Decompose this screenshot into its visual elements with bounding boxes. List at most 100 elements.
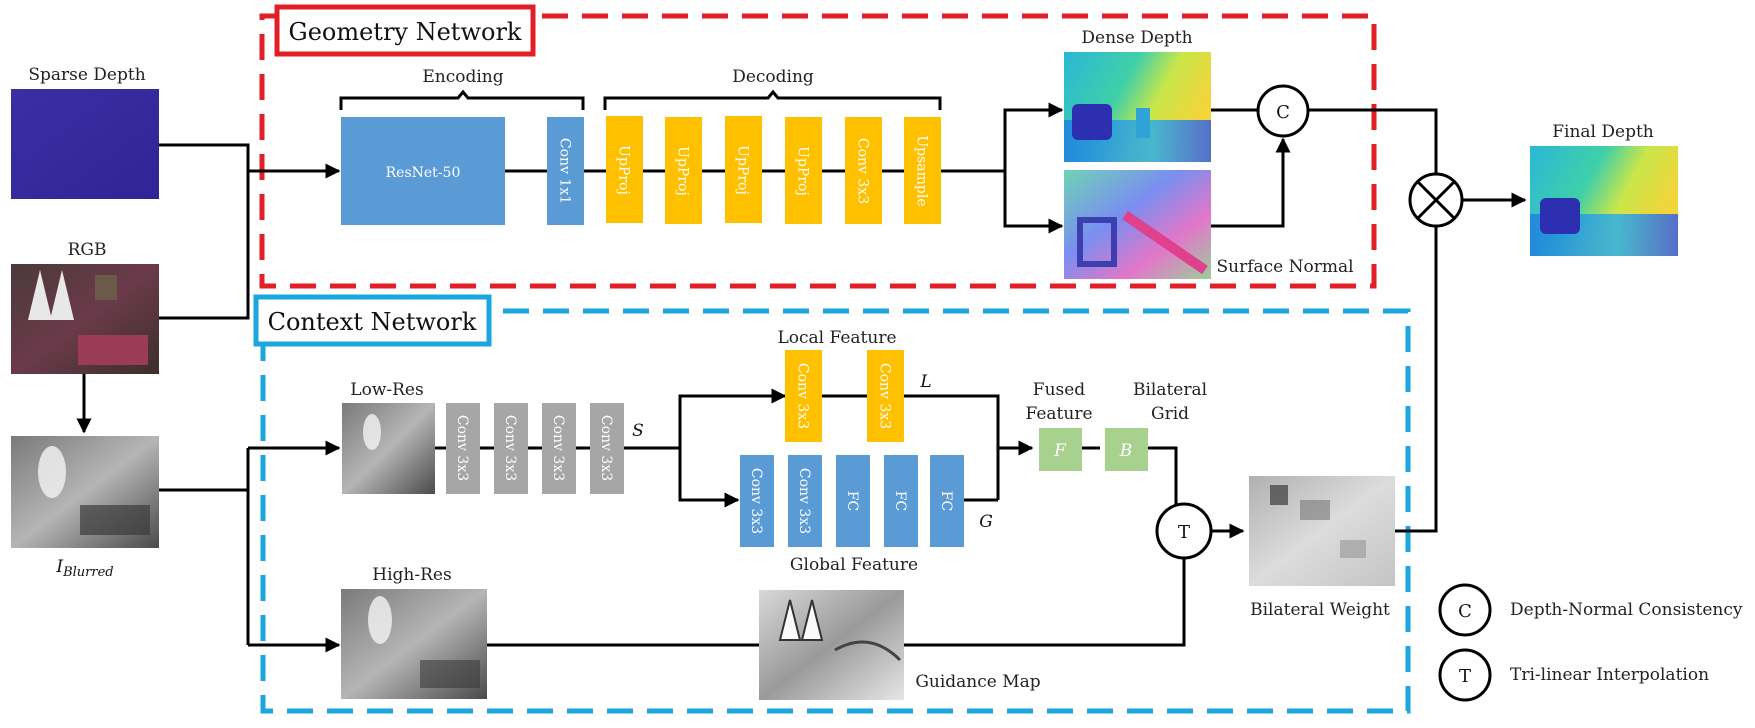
decoder-label: UpProj [795, 146, 811, 196]
low-res-conv-label: Conv 3x3 [598, 415, 614, 481]
decoder-label: Upsample [914, 135, 930, 206]
surface-normal-label: Surface Normal [1216, 257, 1353, 277]
final-depth-image [1530, 146, 1678, 256]
global-block [930, 455, 964, 547]
context-title: Context Network [268, 308, 477, 336]
dense-depth-label: Dense Depth [1081, 28, 1192, 48]
sparse-depth-label: Sparse Depth [28, 65, 145, 85]
low-res-image [342, 403, 435, 494]
local-feature-blocks: Conv 3x3 Conv 3x3 [785, 350, 904, 442]
l-label: L [919, 372, 931, 392]
global-block [884, 455, 918, 547]
conv1x1-block [547, 117, 584, 225]
consistency-wiring [1211, 108, 1438, 228]
high-res-label: High-Res [372, 565, 451, 585]
bilateral-weight-image [1249, 476, 1395, 586]
rgb-label: RGB [68, 240, 107, 260]
dense-depth-image [1064, 52, 1211, 162]
geometry-network-frame [259, 13, 1377, 289]
decoder-block [725, 116, 762, 223]
bilateral-weight-label: Bilateral Weight [1250, 600, 1390, 620]
decoder-label: Conv 3x3 [855, 138, 871, 204]
guidance-map-label: Guidance Map [915, 672, 1040, 692]
low-res-conv-label: Conv 3x3 [502, 415, 518, 481]
local-conv-block [867, 350, 904, 442]
fused-feature-symbol: F [1053, 441, 1067, 461]
low-res-conv-block [494, 403, 528, 494]
geometry-branch-arrows [1003, 102, 1064, 234]
legend-c-symbol: C [1458, 601, 1472, 622]
low-res-conv-blocks: Conv 3x3 Conv 3x3 Conv 3x3 Conv 3x3 [446, 403, 624, 494]
input-connectors [76, 143, 341, 653]
fused-feature-block [1039, 428, 1082, 471]
low-res-label: Low-Res [350, 380, 423, 400]
blurred-label: IBlurred [55, 557, 113, 580]
global-feature-blocks: Conv 3x3 Conv 3x3 FC FC FC [740, 455, 964, 547]
final-depth-label: Final Depth [1552, 122, 1654, 142]
bilateral-grid-label-2: Grid [1151, 404, 1189, 424]
guidance-map-image [759, 590, 904, 700]
decoder-block [665, 117, 702, 224]
legend-t-text: Tri-linear Interpolation [1510, 665, 1709, 685]
global-block-label: Conv 3x3 [796, 468, 812, 534]
feature-branch-wiring [678, 388, 1178, 508]
global-block [836, 455, 870, 547]
low-res-conv-block [542, 403, 576, 494]
local-conv-block [785, 350, 822, 442]
bilateral-grid-symbol: B [1119, 441, 1133, 461]
decoder-block [845, 117, 882, 224]
fused-feature-label-2: Feature [1025, 404, 1092, 424]
resnet-label: ResNet-50 [386, 165, 461, 181]
fused-feature-label-1: Fused [1033, 380, 1086, 400]
legend-c-node [1438, 583, 1492, 637]
guidance-wiring [487, 226, 1438, 647]
bilateral-grid-block [1105, 428, 1148, 471]
global-block [740, 455, 774, 547]
global-feature-label: Global Feature [790, 555, 918, 575]
consistency-symbol: C [1276, 102, 1290, 123]
multiply-node [1408, 172, 1464, 228]
local-conv-label: Conv 3x3 [877, 363, 893, 429]
low-res-conv-block [446, 403, 480, 494]
global-block-label: Conv 3x3 [748, 468, 764, 534]
encoding-label: Encoding [422, 67, 503, 87]
decoder-block [904, 117, 941, 224]
global-block-label: FC [844, 491, 860, 511]
interpolation-symbol: T [1178, 522, 1190, 543]
decoder-block [785, 117, 822, 224]
global-block-label: FC [938, 491, 954, 511]
legend-t-symbol: T [1459, 666, 1471, 687]
decoding-brace [603, 89, 942, 110]
local-conv-label: Conv 3x3 [795, 363, 811, 429]
consistency-node [1256, 84, 1310, 138]
low-res-conv-label: Conv 3x3 [550, 415, 566, 481]
g-label: G [979, 512, 993, 532]
context-title-box [253, 294, 492, 347]
decoder-block [606, 116, 643, 223]
blurred-rgb-image [11, 436, 159, 548]
rgb-image [11, 264, 159, 374]
interpolation-node [1155, 502, 1213, 560]
surface-normal-image [1064, 170, 1211, 279]
s-label: S [632, 421, 644, 441]
resnet-block [341, 117, 505, 225]
global-block [788, 455, 822, 547]
conv1x1-label: Conv 1x1 [557, 138, 573, 204]
legend: C Depth-Normal Consistency T Tri-linear … [1438, 583, 1743, 702]
local-feature-label: Local Feature [777, 328, 896, 348]
legend-t-node [1438, 648, 1492, 702]
decoder-label: UpProj [675, 146, 691, 196]
decoder-label: UpProj [616, 145, 632, 195]
sparse-depth-image [11, 89, 159, 199]
legend-c-text: Depth-Normal Consistency [1510, 600, 1743, 620]
high-res-image [341, 589, 487, 699]
decoder-label: UpProj [735, 145, 751, 195]
global-block-label: FC [892, 491, 908, 511]
low-res-conv-block [590, 403, 624, 494]
context-network-frame [260, 308, 1411, 714]
decoding-label: Decoding [732, 67, 814, 87]
encoding-brace [339, 89, 585, 110]
decoder-blocks: UpProj UpProj UpProj UpProj Conv 3x3 Ups… [606, 116, 941, 224]
geometry-title: Geometry Network [289, 18, 522, 46]
